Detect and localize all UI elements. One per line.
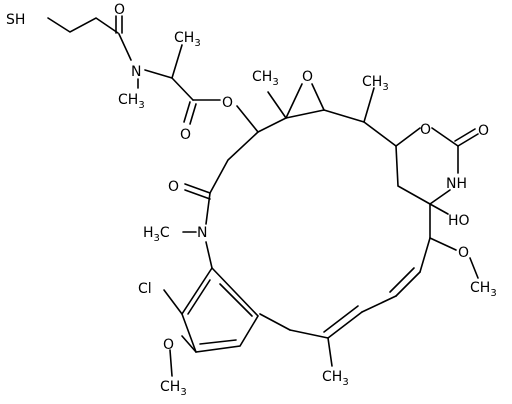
bond-n-alpha: [144, 69, 173, 79]
label-lactam-n: N: [197, 225, 207, 241]
bond-c5-c6: [323, 109, 365, 123]
bond-ome-ch3-left: [169, 349, 173, 377]
bond-carbonyl-to-n: [118, 33, 132, 61]
bond-c10-c11: [419, 237, 431, 273]
label-ester-o-carbonyl: O: [180, 127, 191, 143]
bond-alpha-methyl: [171, 44, 183, 79]
bond-nh-c9: [429, 189, 451, 205]
label-carbamate-o-ring: O: [420, 122, 431, 138]
bond-aromatic-double-1: [219, 283, 253, 317]
bond-diene-3: [323, 305, 363, 339]
label-amide-n: N: [131, 64, 141, 80]
bond-n-aromatic: [205, 241, 213, 269]
bond-aromatic-double-3: [187, 279, 211, 315]
bond-carbonyl-top: [115, 15, 123, 34]
label-ester-o-link: O: [222, 95, 233, 111]
bond-epoxide-cc: [285, 109, 325, 119]
bond-c-ch2: [289, 329, 329, 339]
atom-labels: SH O N CH3 CH3 O O CH3 O CH3 O O NH HO O…: [6, 2, 497, 398]
bond-c6-c7: [363, 121, 397, 147]
label-ring-methyl-bottom: CH3: [322, 369, 349, 388]
bond-ester-ring: [236, 105, 259, 133]
label-lactam-n-methyl: H3C: [143, 225, 170, 244]
label-methoxy-left-o: O: [163, 337, 174, 353]
label-alpha-methyl: CH3: [174, 30, 201, 49]
bond-aromatic-cl: [163, 289, 183, 315]
bond-c10-ome: [429, 237, 457, 251]
label-methoxy-right-ch3: CH3: [470, 280, 497, 299]
label-methoxy-right-o: O: [458, 245, 469, 261]
bond-sh-chain: [47, 17, 119, 34]
label-amide-n-methyl: CH3: [118, 92, 145, 111]
bond-epoxide-o-right: [311, 83, 325, 111]
bond-alpha-ester: [171, 77, 194, 101]
bond-ester-carbonyl: [183, 101, 197, 125]
label-ring-methyl-top: CH3: [362, 74, 389, 93]
bond-diene-2: [361, 295, 397, 313]
bond-c3-c2: [209, 131, 259, 194]
label-hydroxyl: HO: [448, 213, 470, 229]
bond-lines: [47, 15, 479, 377]
label-epoxide-methyl: CH3: [252, 69, 279, 88]
bond-lactam-n: [205, 192, 211, 225]
label-carbamate-o-carbonyl: O: [478, 123, 489, 139]
bond-c6-methyl: [363, 87, 375, 123]
label-chloro: Cl: [138, 281, 152, 297]
bond-c-methyl-bottom: [327, 337, 333, 367]
label-methoxy-left-ch3: CH3: [160, 379, 187, 398]
bond-diene-1: [389, 267, 421, 297]
bond-lactam-carbonyl: [184, 183, 211, 200]
bond-c9-oh: [429, 203, 449, 215]
bond-aromatic-ome: [181, 335, 197, 353]
bond-ome-methyl: [469, 257, 479, 279]
bond-c3-c4: [257, 117, 287, 133]
bond-c7-o: [395, 127, 421, 147]
bond-epoxide-o-left: [285, 83, 303, 119]
bond-ch2-aromatic: [259, 313, 291, 331]
label-thiol: SH: [6, 12, 25, 28]
bond-o-carbonyl: [431, 127, 459, 147]
bond-c9-c8: [395, 145, 431, 205]
bond-aromatic-ring: [181, 267, 260, 353]
label-lactam-o: O: [168, 179, 179, 195]
label-epoxide-o: O: [302, 69, 313, 85]
bond-aromatic-double-2: [199, 339, 237, 345]
bond-c4-methyl: [267, 91, 287, 119]
label-amide-o-top: O: [114, 2, 125, 18]
label-carbamate-nh: NH: [446, 176, 467, 192]
bond-carbamate-c-o: [454, 128, 479, 147]
